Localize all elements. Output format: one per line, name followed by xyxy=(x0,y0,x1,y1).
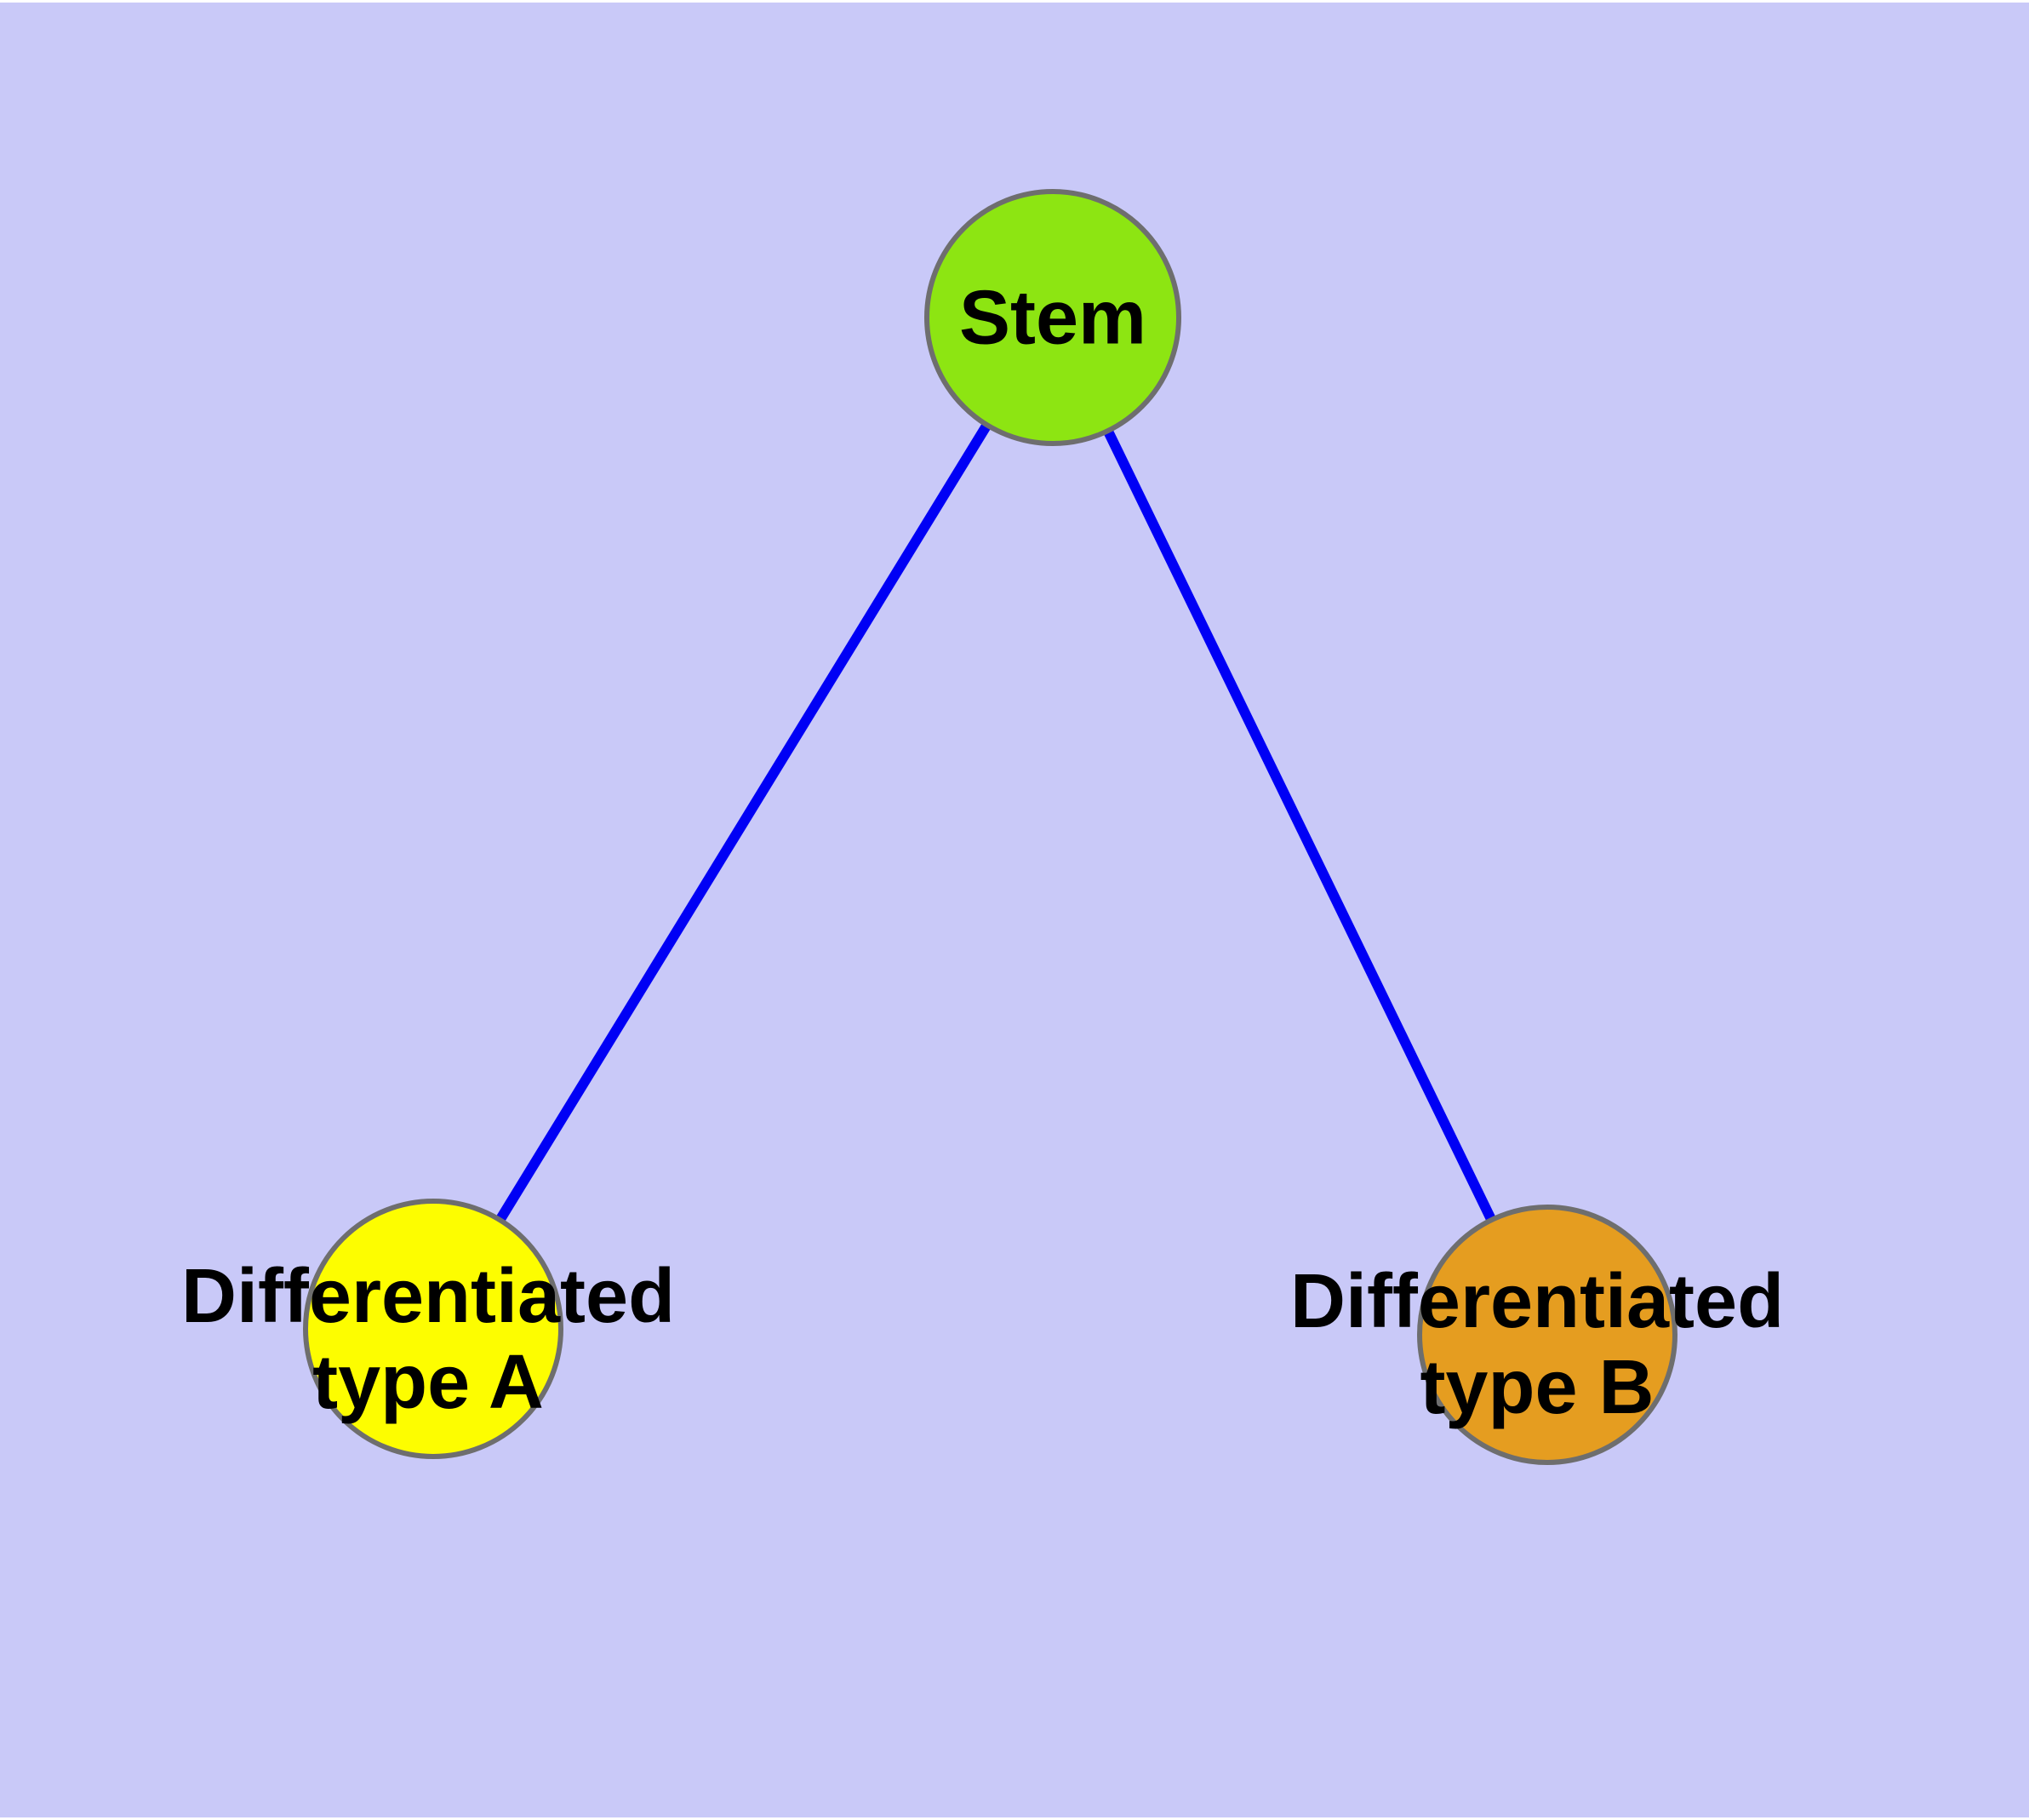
node-type-a-circle xyxy=(303,1199,563,1459)
node-type-a-label-line2: type A xyxy=(312,1340,544,1425)
node-type-a-label-line1: Differentiated xyxy=(180,1254,676,1339)
node-type-b-label-line2: type B xyxy=(1420,1345,1655,1430)
node-stem-circle xyxy=(924,189,1181,446)
node-stem-label: Stem xyxy=(958,275,1147,361)
node-type-b-circle xyxy=(1417,1205,1677,1465)
node-type-b-label-line1: Differentiated xyxy=(1289,1259,1785,1344)
node-type-b-label: Differentiated type B xyxy=(1290,1259,1784,1431)
edge-stem-to-type-a xyxy=(428,314,1058,1332)
node-type-a-label: Differentiated type A xyxy=(181,1254,675,1426)
edge-stem-to-type-b xyxy=(1048,315,1552,1337)
